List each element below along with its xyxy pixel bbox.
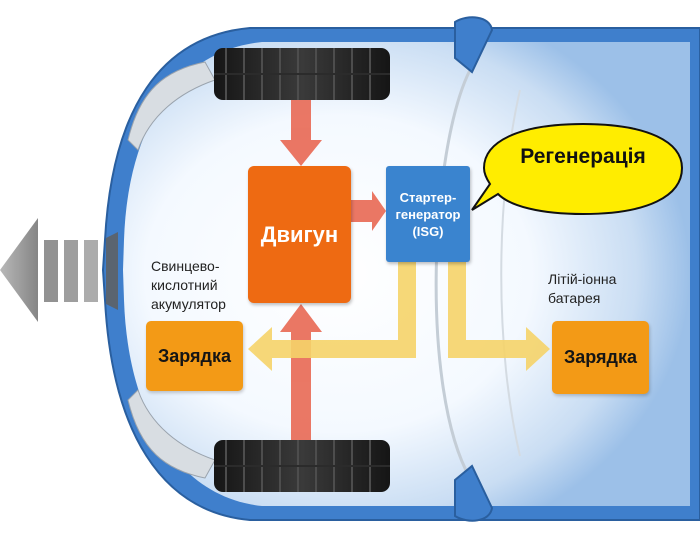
regeneration-label: Регенерація	[520, 145, 646, 168]
windshield-line	[434, 69, 472, 479]
headlight-bottom	[127, 389, 216, 479]
engine-box: Двигун	[248, 166, 351, 303]
isg-box: Стартер- генератор (ISG)	[386, 166, 470, 262]
charge-left-box: Зарядка	[146, 321, 243, 391]
charge-right-box: Зарядка	[552, 321, 649, 394]
regeneration-bubble	[471, 122, 684, 216]
energy-flow-arrows	[248, 262, 550, 371]
front-grille	[106, 232, 118, 310]
mirror-top	[454, 16, 494, 74]
front-tire	[214, 48, 390, 100]
li-ion-battery-label: Літій-іонна батарея	[548, 271, 617, 306]
direction-arrow	[0, 218, 98, 322]
rear-tire	[214, 440, 390, 492]
lead-acid-battery-label: Свинцево- кислотний акумулятор	[151, 258, 226, 312]
headlight-top	[127, 61, 216, 151]
mirror-bottom	[454, 464, 494, 522]
